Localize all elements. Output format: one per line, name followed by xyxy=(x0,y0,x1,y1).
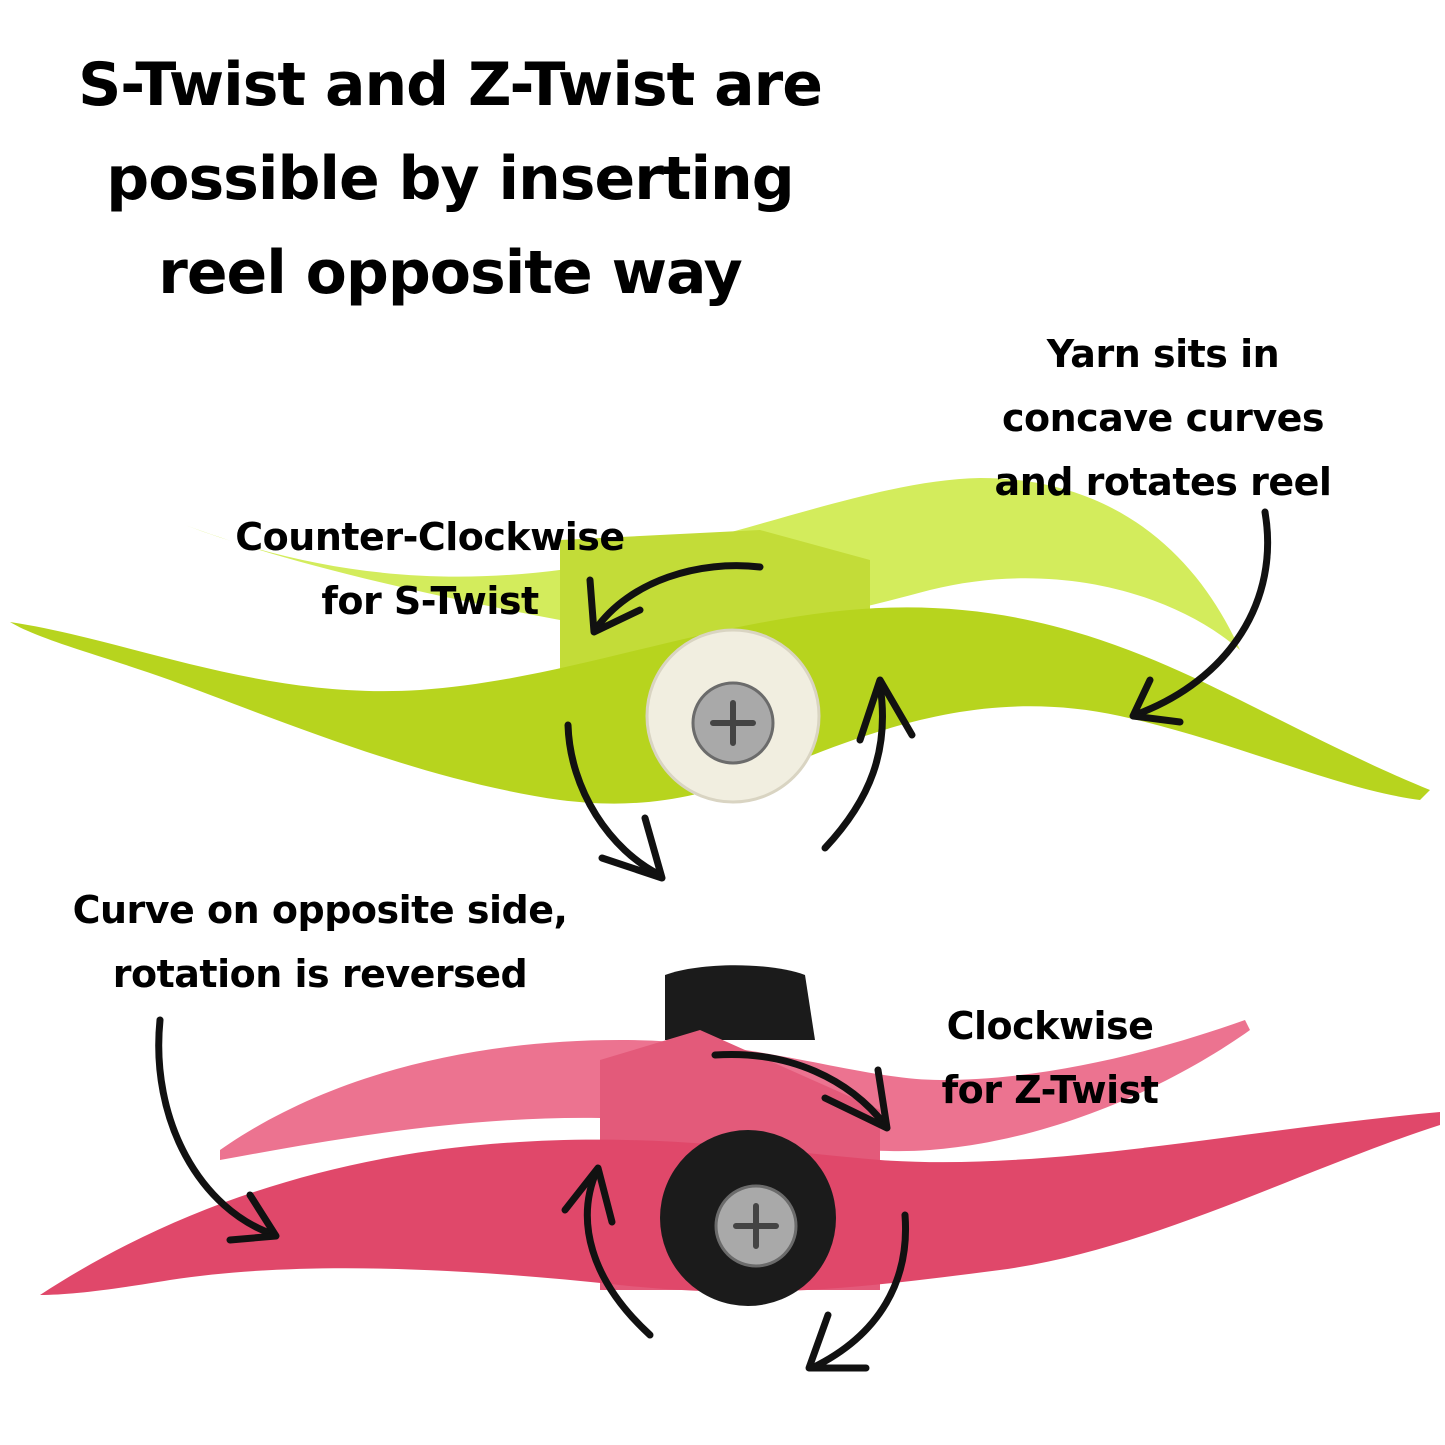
rotation-arrow-icon xyxy=(583,1166,654,1339)
counter-clockwise-annotation: Counter-Clockwise for S-Twist xyxy=(190,505,670,633)
rotation-arrow-icon xyxy=(711,1050,889,1129)
black-knob xyxy=(665,965,815,1040)
rotation-arrow-icon xyxy=(821,681,886,852)
rotation-arrow-icon xyxy=(155,1016,279,1239)
pink-reel-image xyxy=(40,965,1440,1306)
headline: S-Twist and Z-Twist are possible by inse… xyxy=(20,38,880,320)
headline-line-3: reel opposite way xyxy=(158,238,743,308)
yarn-annotation: Yarn sits in concave curves and rotates … xyxy=(958,322,1368,514)
cw-line-2: for Z-Twist xyxy=(941,1068,1159,1112)
yarn-line-3: and rotates reel xyxy=(994,460,1332,504)
ccw-line-1: Counter-Clockwise xyxy=(235,515,625,559)
cw-line-1: Clockwise xyxy=(946,1004,1154,1048)
yarn-line-2: concave curves xyxy=(1001,396,1325,440)
curve-line-1: Curve on opposite side, xyxy=(72,888,568,932)
headline-line-1: S-Twist and Z-Twist are xyxy=(78,50,823,120)
rotation-arrow-icon xyxy=(1131,508,1272,719)
curve-line-2: rotation is reversed xyxy=(112,952,528,996)
yarn-line-1: Yarn sits in xyxy=(1046,332,1280,376)
rotation-arrow-icon xyxy=(564,721,664,879)
ccw-line-2: for S-Twist xyxy=(321,579,539,623)
rotation-arrows xyxy=(155,508,1272,1372)
clockwise-annotation: Clockwise for Z-Twist xyxy=(895,994,1205,1122)
rotation-arrow-icon xyxy=(591,562,764,634)
curve-opposite-annotation: Curve on opposite side, rotation is reve… xyxy=(20,878,620,1006)
headline-line-2: possible by inserting xyxy=(106,144,794,214)
rotation-arrow-icon xyxy=(808,1211,910,1372)
